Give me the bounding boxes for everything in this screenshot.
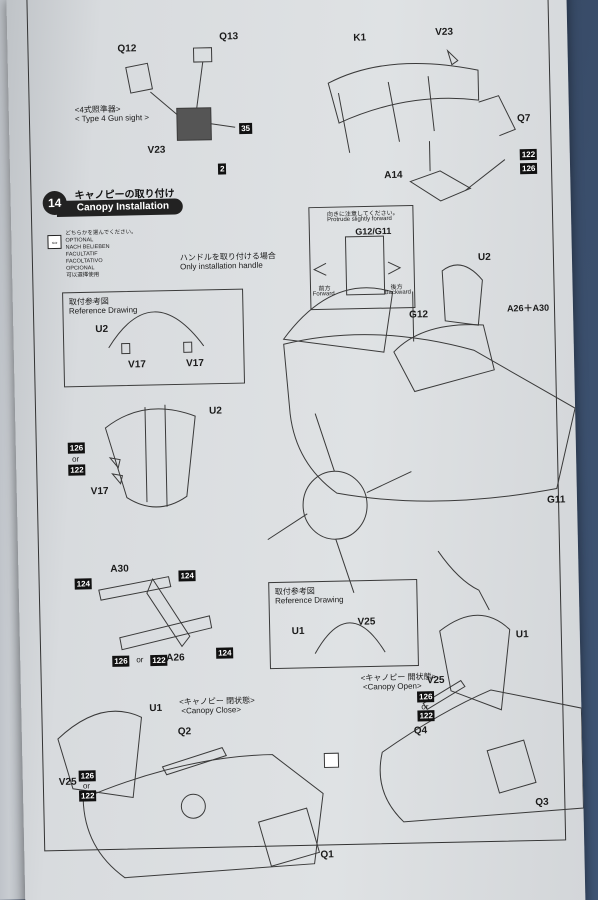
label-part-122: 122 <box>519 148 538 161</box>
canopy-open-en: <Canopy Open> <box>362 681 422 692</box>
forward-en: Forward <box>312 291 335 298</box>
closed-cockpit-drawing <box>82 754 324 879</box>
label-a26-a30: A26＋A30 <box>506 302 550 314</box>
label-u2-top: U2 <box>477 251 491 264</box>
u1-canopy-part <box>57 710 143 799</box>
label-q3: Q3 <box>535 796 549 809</box>
label-g12: G12 <box>409 309 429 321</box>
label-q12: Q12 <box>117 43 137 55</box>
label-part-2: 2 <box>217 163 227 175</box>
label-part-126-c: 126 <box>78 770 97 782</box>
label-part-124-a: 124 <box>74 578 93 590</box>
label-part-122-c: 122 <box>79 790 97 802</box>
open-cockpit-drawing <box>379 689 584 823</box>
label-u1-open: U1 <box>515 629 529 641</box>
or-c: or <box>82 781 91 791</box>
label-u2-ref: U2 <box>95 323 109 336</box>
u2-on-fuselage <box>441 264 483 326</box>
label-v17-mid: V17 <box>90 485 109 498</box>
a26-part <box>119 615 213 651</box>
gunsight-body <box>176 107 212 141</box>
step-title-jp: キャノピーの取り付け <box>74 188 175 202</box>
canopy-frame-on-fuselage <box>393 324 495 393</box>
label-v23-left: V23 <box>147 144 166 157</box>
step-header: 14 キャノピーの取り付け Canopy Installation <box>42 184 183 223</box>
canopy-close-en: <Canopy Close> <box>181 705 242 716</box>
label-part-126-b: 126 <box>417 691 435 703</box>
or-a: or <box>136 655 144 665</box>
label-a26: A26 <box>166 652 185 664</box>
label-k1: K1 <box>353 32 367 44</box>
label-part-126-a: 126 <box>112 655 130 667</box>
arrows-icon: ⇔ <box>47 234 62 250</box>
swap-icon <box>323 752 340 768</box>
reference-en-1: Reference Drawing <box>68 305 138 316</box>
label-part-35: 35 <box>239 122 253 135</box>
label-part-126-mid: 126 <box>67 442 86 454</box>
label-part-122-a: 122 <box>150 654 168 667</box>
u1-reference-frame <box>314 622 386 654</box>
g12-reference-part <box>344 235 386 296</box>
label-u2-mid: U2 <box>208 405 222 417</box>
fuselage-drawing <box>283 334 576 502</box>
label-q2: Q2 <box>177 726 192 738</box>
a14-part <box>409 170 472 202</box>
label-q7: Q7 <box>516 113 531 125</box>
label-q13: Q13 <box>219 31 239 43</box>
k1-part <box>327 62 480 124</box>
label-u1-close: U1 <box>149 702 163 715</box>
label-q4: Q4 <box>413 725 428 737</box>
instruction-sheet: Q12 Q13 <4式照準器> < Type 4 Gun sight > 35 … <box>6 0 586 900</box>
or-mid: or <box>71 454 80 464</box>
step-title-en: Canopy Installation <box>76 200 170 214</box>
label-u1-ref: U1 <box>291 625 305 638</box>
backward-en: Backward <box>384 289 412 297</box>
label-v17-ref-1: V17 <box>127 359 147 371</box>
label-part-122-b: 122 <box>417 710 435 722</box>
q13-part <box>192 47 213 63</box>
label-v25-close: V25 <box>58 776 77 789</box>
u2-canopy-part <box>104 408 196 508</box>
q12-part <box>125 62 153 94</box>
label-a30: A30 <box>110 563 129 575</box>
label-part-124-c: 124 <box>216 647 234 659</box>
q3-part <box>486 739 537 794</box>
label-part-124-b: 124 <box>178 570 196 582</box>
reference-en-2: Reference Drawing <box>274 595 344 606</box>
a30-part <box>98 576 172 601</box>
handle-note-en: Only installation handle <box>179 260 263 272</box>
assembly-line-art <box>57 47 584 879</box>
q2-part <box>161 747 228 776</box>
label-q1: Q1 <box>320 849 334 861</box>
q1-part <box>257 807 321 867</box>
gunsight-en: < Type 4 Gun sight > <box>74 113 150 124</box>
label-v23-right: V23 <box>435 26 454 38</box>
label-g12-g11: G12/G11 <box>355 225 392 237</box>
label-g11: G11 <box>546 494 566 506</box>
q7-part <box>478 95 516 137</box>
label-part-122-mid: 122 <box>68 464 86 476</box>
u1-canopy-open <box>439 614 511 711</box>
wing-drawing <box>282 287 394 353</box>
label-part-126: 126 <box>519 162 538 175</box>
label-v25-open: V25 <box>426 674 445 687</box>
u2-reference-frame <box>108 311 205 349</box>
label-v17-ref-2: V17 <box>185 357 204 370</box>
label-a14: A14 <box>384 169 403 182</box>
label-v25-ref: V25 <box>357 616 376 628</box>
